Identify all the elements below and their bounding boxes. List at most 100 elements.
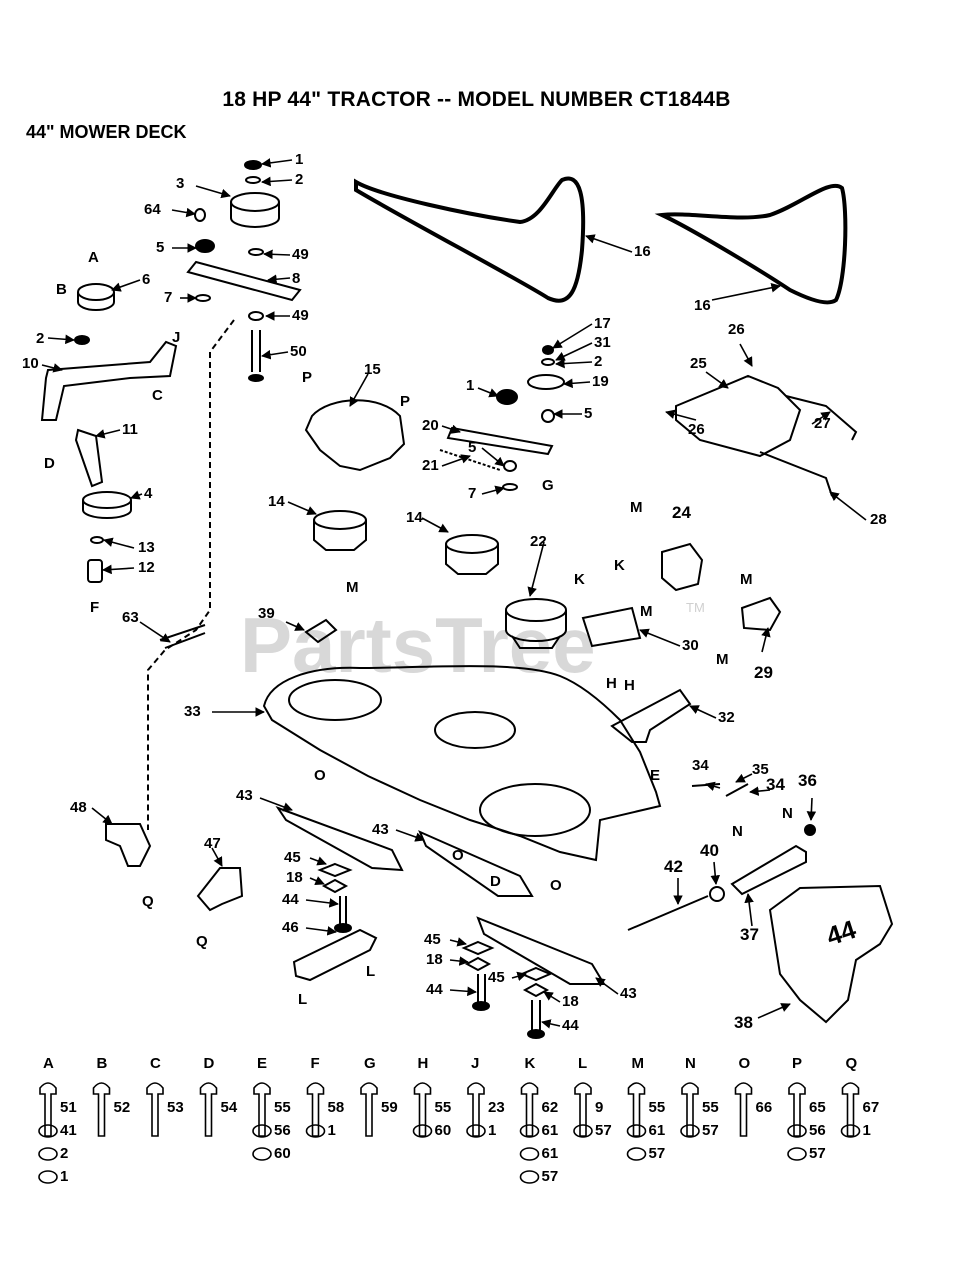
callout-34b: 34 xyxy=(766,775,785,794)
rod-28 xyxy=(759,451,833,497)
hardware-key-Q: Q xyxy=(846,1055,858,1072)
hardware-K-part-3-shape xyxy=(519,1170,540,1184)
link-39 xyxy=(304,618,338,644)
bolt-N xyxy=(681,1082,699,1137)
blade-43-right xyxy=(476,916,606,985)
hardware-M-part-2: 57 xyxy=(649,1145,666,1162)
hardware-A-part-1: 41 xyxy=(60,1122,77,1139)
callout-43c: 43 xyxy=(620,985,637,1002)
rod-63 xyxy=(147,319,235,830)
callout-30: 30 xyxy=(682,637,699,654)
bushing-12 xyxy=(87,559,103,583)
callout-17: 17 xyxy=(594,315,611,332)
hardware-N-part-1-shape xyxy=(680,1124,700,1138)
hardware-H-part-1: 60 xyxy=(435,1122,452,1139)
hardware-K-part-2: 61 xyxy=(542,1145,559,1162)
lift-link-25 xyxy=(675,374,802,458)
hardware-A-part-1-shape xyxy=(38,1124,58,1138)
bracket-20 xyxy=(446,426,554,456)
callout-5c: 5 xyxy=(584,405,592,422)
callout-20: 20 xyxy=(422,417,439,434)
pulley-4 xyxy=(82,491,132,509)
hardware-K-part-2-shape xyxy=(519,1147,540,1161)
hardware-key-M: M xyxy=(632,1055,645,1072)
callout-33: 33 xyxy=(184,703,201,720)
hardware-A-part-0: 51 xyxy=(60,1099,77,1116)
ref-letter-M5: M xyxy=(716,651,729,668)
diagram-title: 18 HP 44" TRACTOR -- MODEL NUMBER CT1844… xyxy=(222,88,731,111)
belt-16-left xyxy=(354,176,586,303)
callout-4: 4 xyxy=(144,485,153,502)
callout-16: 16 xyxy=(634,243,651,260)
blade-43-center xyxy=(418,830,534,897)
callout-15: 15 xyxy=(364,361,381,378)
bolt-M xyxy=(627,1082,646,1137)
callout-26: 26 xyxy=(728,321,745,338)
idler-arm-10 xyxy=(40,340,178,421)
rod-42 xyxy=(627,895,709,931)
hardware-P-part-1: 56 xyxy=(809,1122,826,1139)
callout-2: 2 xyxy=(295,171,303,188)
reference-letters: A B C J D F P P G M K K M M M M H H E O … xyxy=(44,249,793,1008)
deflector-38 xyxy=(768,884,894,1024)
hardware-key-K: K xyxy=(525,1055,536,1072)
callout-39: 39 xyxy=(258,605,275,622)
hardware-A-part-3: 1 xyxy=(60,1168,68,1185)
ref-letter-N: N xyxy=(732,823,743,840)
lift-arm-32 xyxy=(610,688,692,743)
callout-44c: 44 xyxy=(562,1017,579,1034)
hardware-E-part-1-shape xyxy=(252,1124,272,1138)
hardware-key-P: P xyxy=(792,1055,802,1072)
hardware-N-part-1: 57 xyxy=(702,1122,719,1139)
bolt-Q xyxy=(841,1082,860,1137)
hardware-J-part-0: 23 xyxy=(488,1099,505,1116)
hardware-key-N: N xyxy=(685,1055,696,1072)
hardware-P-part-0: 65 xyxy=(809,1099,826,1116)
ref-letter-E: E xyxy=(650,767,660,784)
mower-deck-33 xyxy=(262,665,662,862)
ref-letter-A: A xyxy=(88,249,99,266)
callout-22: 22 xyxy=(530,533,547,550)
hardware-F-part-1-shape xyxy=(305,1124,326,1138)
hardware-M-part-0: 55 xyxy=(649,1099,666,1116)
callout-40: 40 xyxy=(700,841,719,860)
hardware-key-G: G xyxy=(364,1055,376,1072)
belt-guard-15 xyxy=(304,399,406,472)
callout-44b: 44 xyxy=(426,981,443,998)
ref-letter-M: M xyxy=(346,579,359,596)
callout-13: 13 xyxy=(138,539,155,556)
pulley-3 xyxy=(230,192,280,212)
ref-letter-L2: L xyxy=(366,963,375,980)
callout-16b: 16 xyxy=(694,297,711,314)
hardware-J-part-1-shape xyxy=(466,1124,486,1138)
hardware-Q-part-1: 1 xyxy=(863,1122,871,1139)
bolt-J xyxy=(467,1082,485,1137)
callout-18b: 18 xyxy=(426,951,443,968)
bracket-24 xyxy=(661,542,704,592)
callout-28: 28 xyxy=(870,511,887,528)
hardware-P-part-2-shape xyxy=(787,1147,807,1161)
ref-letter-Q2: Q xyxy=(196,933,208,950)
callout-46: 46 xyxy=(282,919,299,936)
callout-43b: 43 xyxy=(372,821,389,838)
ref-letter-G: G xyxy=(542,477,554,494)
bolt-P xyxy=(788,1082,806,1137)
callout-14: 14 xyxy=(268,493,285,510)
ref-letter-F: F xyxy=(90,599,99,616)
hardware-K-part-1-shape xyxy=(519,1124,540,1138)
pulley-19 xyxy=(527,374,565,390)
blade-43-left xyxy=(275,806,404,872)
hardware-key-A: A xyxy=(43,1055,54,1072)
bolt-C xyxy=(146,1082,164,1137)
ref-letter-B: B xyxy=(56,281,67,298)
ref-letter-P2: P xyxy=(400,393,410,410)
callout-31: 31 xyxy=(594,334,611,351)
callout-21: 21 xyxy=(422,457,439,474)
hardware-key-J: J xyxy=(471,1055,479,1072)
hardware-E-part-2: 60 xyxy=(274,1145,291,1162)
washer-40 xyxy=(709,886,725,902)
hardware-F-part-0: 58 xyxy=(328,1099,345,1116)
ref-letter-Q: Q xyxy=(142,893,154,910)
callout-6: 6 xyxy=(142,271,150,288)
